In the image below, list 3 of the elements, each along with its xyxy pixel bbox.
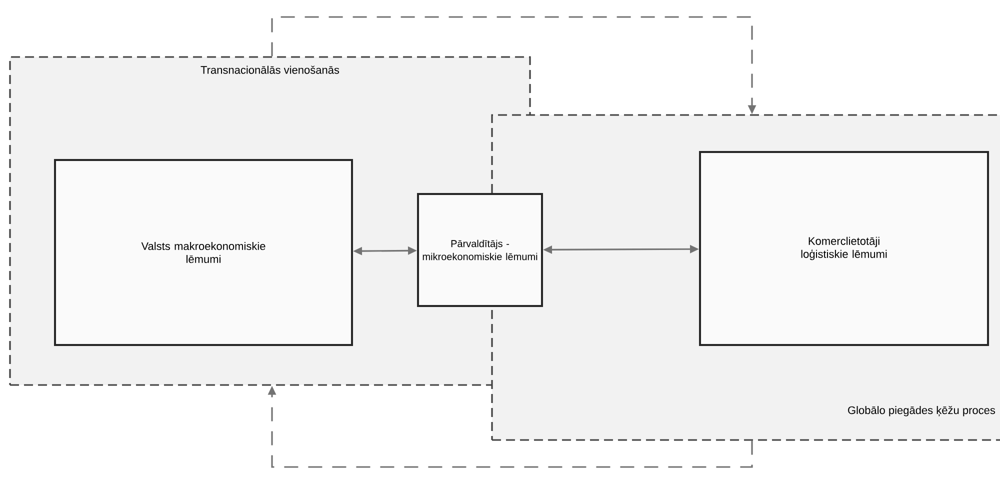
process-box: Komerclietotāji loģistiskie lēmumi — [699, 151, 989, 346]
process-box: Valsts makroekonomiskie lēmumi — [54, 159, 353, 346]
process-box: Pārvaldītājs - mikroekonomiskie lēmumi — [417, 193, 543, 307]
